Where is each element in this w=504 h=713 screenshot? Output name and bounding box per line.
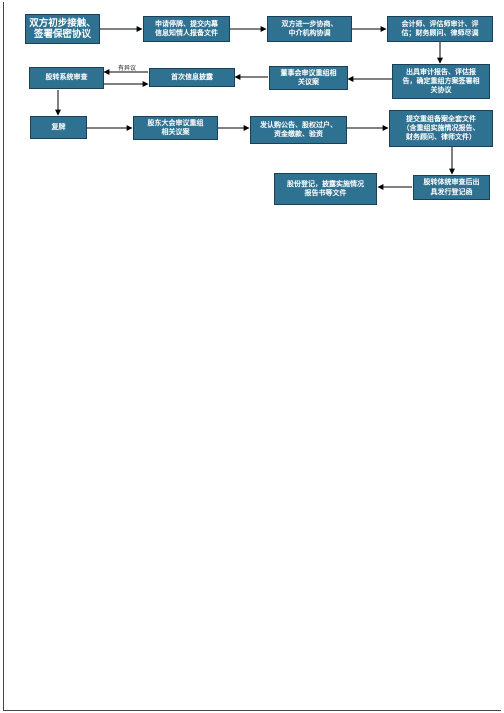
node-resume-trading: 复牌 xyxy=(30,116,87,139)
node-subscription-announcement: 发认购公告、股权过户、 资金缴款、验资 xyxy=(250,116,347,144)
node-issue-reports: 出具审计报告、评估报 告，确定重组方案签署相 关协议 xyxy=(392,64,490,99)
node-board-review: 董事会审议重组相 关议案 xyxy=(269,66,348,90)
node-first-disclosure: 首次信息披露 xyxy=(149,68,235,87)
node-initial-contact: 双方初步接触、 签署保密协议 xyxy=(25,14,100,44)
node-apply-suspension: 申请停牌、提交内幕 信息知情人报备文件 xyxy=(143,16,230,42)
node-filing-documents: 提交重组备案全套文件 （含重组实施情况报告、 财务顾问、律师文件） xyxy=(389,110,493,147)
node-exchange-review: 股转系统审查 xyxy=(29,67,104,89)
node-shareholder-meeting: 股东大会审议重组 相关议案 xyxy=(133,116,218,140)
node-share-registration: 股份登记，披露实施情况 报告书等文件 xyxy=(274,173,377,205)
objection-label: 有异议 xyxy=(118,65,137,72)
node-audit-due-diligence: 会计师、评估师审计、评 估；财务顾问、律师尽调 xyxy=(387,16,493,42)
node-further-negotiation: 双方进一步协商、 中介机构协调 xyxy=(267,16,352,42)
node-registration-letter: 股转体统审查后出 具发行登记函 xyxy=(413,175,490,200)
page-frame xyxy=(3,2,501,711)
